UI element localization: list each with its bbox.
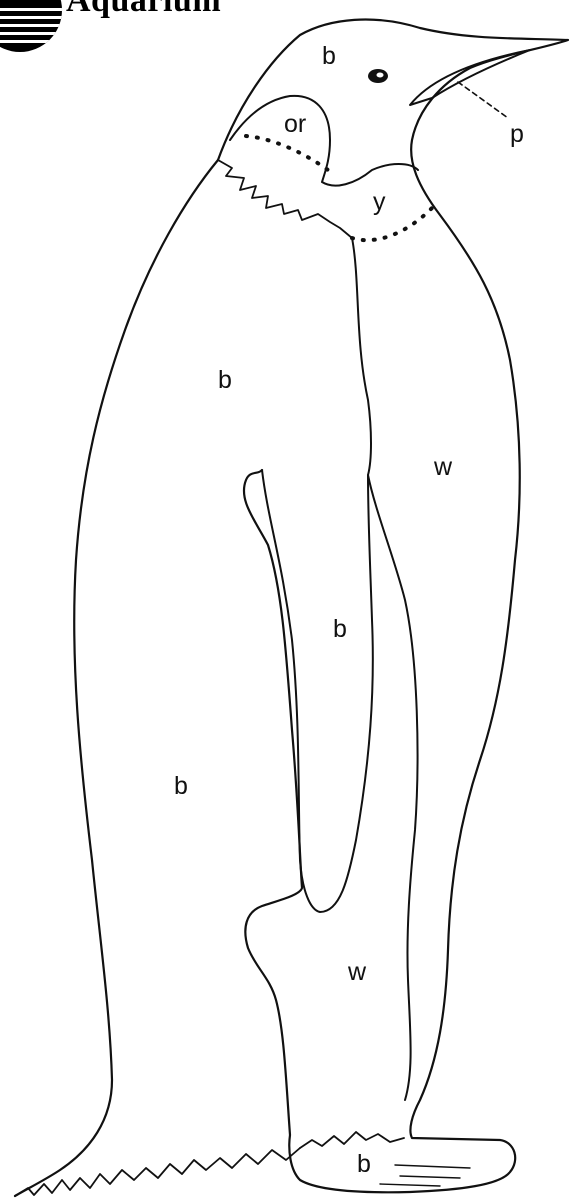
penguin-back-outline (15, 160, 218, 1196)
penguin-body-outline (218, 20, 568, 1193)
label-back-black: b (218, 368, 232, 393)
label-bill-plate: p (510, 122, 524, 147)
label-belly-white: w (434, 455, 452, 480)
aquarium-logo-icon (0, 0, 70, 52)
neck-yellow-dotted-boundary (352, 208, 432, 240)
label-ear-patch: or (284, 112, 306, 137)
beak-plate-pointer (458, 82, 508, 118)
eye-icon (368, 69, 388, 83)
label-flipper-black: b (333, 617, 347, 642)
logo-text: Aquarium (66, 0, 221, 20)
flipper-outline (262, 470, 373, 912)
beak-plate-outline (410, 50, 530, 105)
neck-ruff-fringe (218, 160, 352, 238)
foot-claw-fringe (300, 1132, 404, 1148)
foot-detail-lines (380, 1165, 470, 1186)
ear-patch-dotted-boundary (246, 136, 328, 170)
label-head-black: b (322, 44, 336, 69)
label-lower-belly-white: w (348, 960, 366, 985)
ear-patch-outline (230, 96, 418, 186)
label-lower-back-black: b (174, 774, 188, 799)
label-feet-black: b (357, 1152, 371, 1177)
label-neck-yellow: y (373, 190, 386, 215)
